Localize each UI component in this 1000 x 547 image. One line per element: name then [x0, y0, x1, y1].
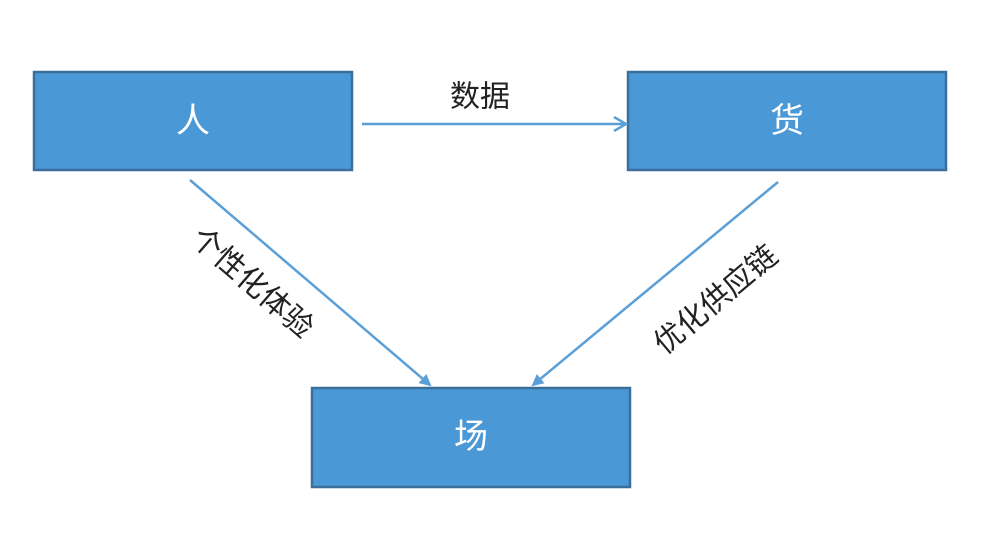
edge-label-personalized-experience: 个性化体验 — [184, 221, 320, 346]
node-goods: 货 — [626, 70, 948, 172]
node-person: 人 — [32, 70, 354, 172]
edge-label-supply-chain: 优化供应链 — [647, 238, 784, 361]
node-goods-label: 货 — [770, 101, 804, 141]
node-place: 场 — [310, 386, 632, 489]
node-place-label: 场 — [454, 417, 488, 457]
node-person-label: 人 — [176, 101, 210, 141]
arrow-goods-place — [531, 181, 779, 387]
edge-label-data: 数据 — [450, 80, 510, 115]
arrow-person-place — [189, 179, 432, 387]
